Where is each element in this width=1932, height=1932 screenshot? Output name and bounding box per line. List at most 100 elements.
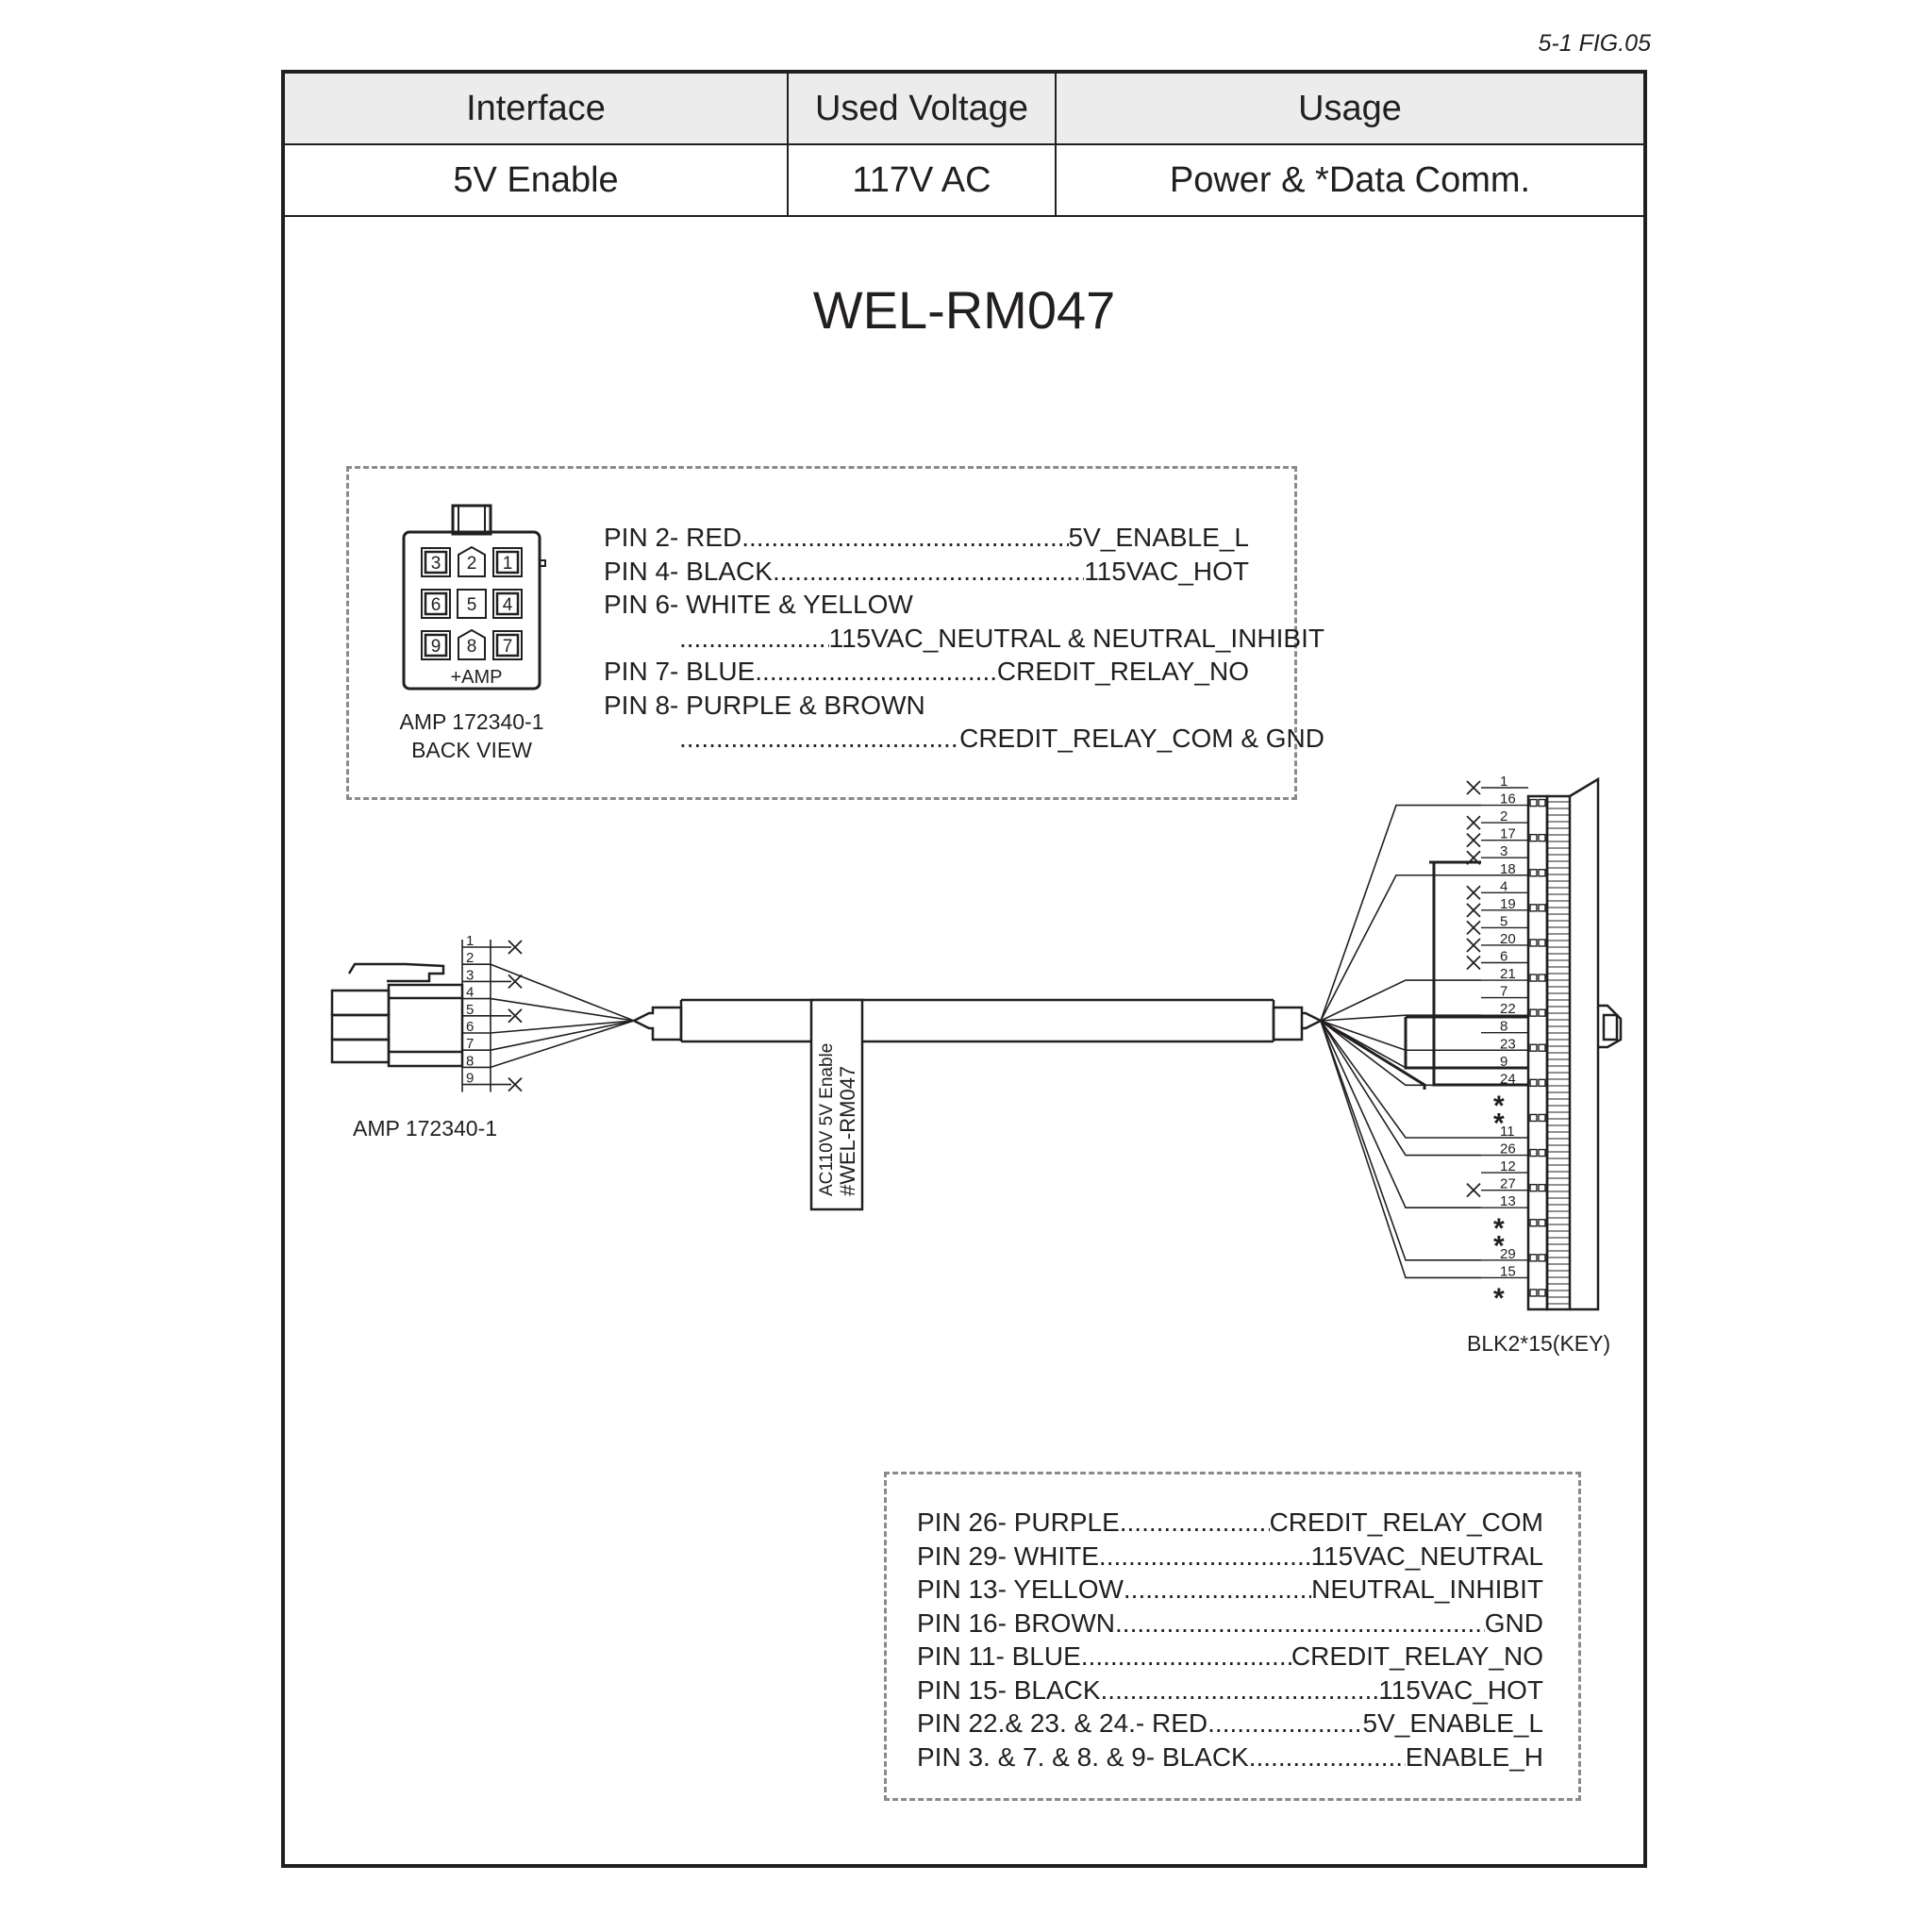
figure-reference: 5-1 FIG.05 (1538, 30, 1652, 57)
block-pin-number: 17 (1500, 826, 1516, 842)
block-pin-number: 8 (1500, 1019, 1507, 1035)
block-pin-number: 3 (1500, 843, 1507, 859)
pin-row: PIN 8- PURPLE & BROWN (604, 689, 1249, 723)
pin-number: 3 (431, 554, 441, 574)
contact (1529, 1043, 1538, 1052)
unused-pin-star: * (1493, 1091, 1505, 1122)
terminal-block-hatch (1547, 801, 1570, 1305)
pin-cavity (421, 589, 451, 619)
pin-signal: NEUTRAL_INHIBIT (1311, 1574, 1543, 1604)
contact (1538, 939, 1546, 947)
pin-wire: PIN 11- BLUE (917, 1641, 1081, 1671)
no-connect-mark (1466, 850, 1481, 865)
pin-row: PIN 4- BLACK115VAC_HOT (604, 555, 1249, 589)
block-pin-number: 9 (1500, 1054, 1507, 1070)
spec-table-header-row: Interface Used Voltage Usage (285, 74, 1643, 145)
fan-wire (490, 963, 635, 1022)
contact (1538, 798, 1546, 808)
spec-table: Interface Used Voltage Usage 5V Enable 1… (285, 74, 1643, 217)
pin-signal: ENABLE_H (1405, 1741, 1543, 1772)
pin-cavity-inner (495, 591, 520, 616)
contact (1529, 1008, 1538, 1017)
amp-mark: +AMP (450, 667, 502, 688)
pin-signal: 115VAC_NEUTRAL & NEUTRAL_INHIBIT (828, 623, 1324, 653)
pin-signal: GND (1484, 1607, 1543, 1638)
contact (1538, 1219, 1546, 1227)
pin-cavity (458, 545, 486, 577)
pin-number: 5 (467, 595, 477, 615)
pin-signal: CREDIT_RELAY_COM (1269, 1507, 1543, 1537)
pin-number: 2 (467, 554, 477, 574)
fan-wire (1320, 1020, 1481, 1261)
drawing-frame (281, 70, 1647, 1868)
contact (1529, 869, 1538, 877)
cable (633, 998, 1324, 1043)
unused-pin-star: * (1493, 1283, 1505, 1314)
block-pin-number: 18 (1500, 861, 1516, 877)
contact (1538, 1183, 1546, 1192)
block-pin-number: 26 (1500, 1141, 1516, 1158)
contact (1529, 1148, 1538, 1158)
pin-cavity (458, 628, 486, 660)
block-pin-number: 5 (1500, 913, 1507, 929)
pin-wire: PIN 4- BLACK (604, 556, 773, 586)
fan-wire (1320, 1020, 1481, 1157)
pin-row: PIN 11- BLUECREDIT_RELAY_NO (917, 1640, 1543, 1674)
block-pin-number: 4 (1500, 878, 1507, 894)
pin-row: PIN 3. & 7. & 8. & 9- BLACK ENABLE_H (917, 1740, 1543, 1774)
pin-row: PIN 29- WHITE115VAC_NEUTRAL (917, 1540, 1543, 1574)
left-connector-label: AMP 172340-1 (353, 1116, 497, 1141)
fan-wire (1320, 1020, 1481, 1069)
pin-cavity-inner (424, 550, 448, 575)
pin-signal: 115VAC_NEUTRAL (1310, 1541, 1543, 1571)
pin-cavity-inner (424, 591, 448, 616)
no-connect-mark (1466, 815, 1481, 830)
block-pin-number: 1 (1500, 774, 1507, 790)
contact (1529, 798, 1538, 808)
block-pin-number: 22 (1500, 1001, 1516, 1017)
pin-row: PIN 15- BLACK115VAC_HOT (917, 1674, 1543, 1707)
no-connect-mark (1466, 833, 1481, 848)
contact (1538, 1148, 1546, 1158)
no-connect-mark (508, 974, 523, 990)
harness-title: WEL-RM047 (812, 280, 1116, 340)
contact (1529, 1078, 1538, 1088)
pin-wire: PIN 6- WHITE & YELLOW (604, 590, 913, 619)
no-connect-mark (1466, 920, 1481, 936)
unused-pin-star: * (1493, 1108, 1505, 1139)
amp-pinout-list: PIN 2- RED5V_ENABLE_L PIN 4- BLACK115VAC… (604, 521, 1324, 756)
pin-wire: PIN 3. & 7. & 8. & 9- BLACK (917, 1741, 1249, 1772)
amp-pinout-box (346, 466, 1297, 800)
pin-row: PIN 13- YELLOWNEUTRAL_INHIBIT (917, 1573, 1543, 1607)
pin-number: 1 (503, 554, 513, 574)
block-label: BLK2*15(KEY) (1467, 1331, 1610, 1356)
pin-number: 8 (467, 637, 477, 657)
pin-cavity-inner (424, 633, 448, 658)
contact (1538, 1113, 1546, 1123)
header-interface: Interface (285, 74, 789, 145)
header-usage: Usage (1055, 74, 1643, 145)
block-pin-number: 7 (1500, 984, 1507, 1000)
pin-row: PIN 22.& 23. & 24.- RED5V_ENABLE_L (917, 1707, 1543, 1740)
pin-signal: 115VAC_HOT (1378, 1674, 1543, 1705)
amp-plug (330, 962, 464, 1068)
contact (1538, 1008, 1546, 1017)
pin-row: PIN 2- RED5V_ENABLE_L (604, 521, 1249, 555)
fan-wire (490, 1020, 635, 1069)
block-pin-number: 2 (1500, 808, 1507, 824)
back-view-label-1: AMP 172340-1 (399, 709, 544, 734)
contact (1538, 1289, 1546, 1297)
block-pin-number: 23 (1500, 1036, 1516, 1052)
pin-number: 6 (431, 595, 441, 615)
pin-cavity (421, 630, 451, 660)
left-pin-number: 8 (466, 1053, 474, 1069)
pin-row: PIN 26- PURPLECREDIT_RELAY_COM (917, 1506, 1543, 1540)
contact (1538, 833, 1546, 842)
fan-wire (1320, 1020, 1481, 1279)
blk-pinout-list: PIN 26- PURPLECREDIT_RELAY_COM PIN 29- W… (917, 1506, 1543, 1774)
pin-wire: PIN 2- RED (604, 523, 742, 552)
pin-row: PIN 16- BROWNGND (917, 1607, 1543, 1641)
